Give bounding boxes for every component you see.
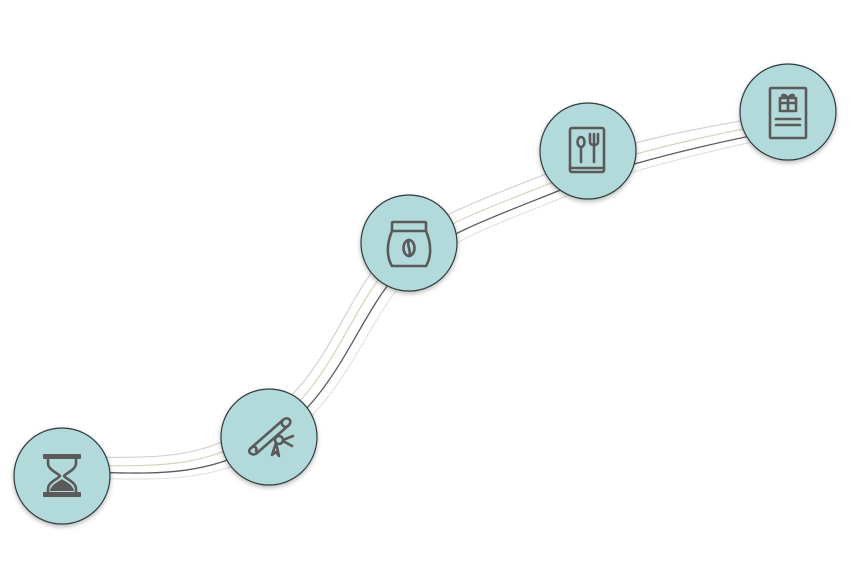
- node-circle: [539, 102, 637, 200]
- node-menu[interactable]: [539, 102, 637, 200]
- menu-book-icon: [568, 126, 606, 174]
- gift-card-icon: [768, 86, 808, 140]
- hourglass-icon: [43, 454, 81, 497]
- coffee-bag-icon: [386, 220, 432, 268]
- node-hourglass[interactable]: [13, 427, 111, 525]
- diploma-scroll-icon: [248, 417, 295, 458]
- node-circle: [13, 427, 111, 525]
- connector-paths: [61, 111, 791, 480]
- node-coffee-bag[interactable]: [360, 194, 458, 292]
- connector-path-tan: [61, 119, 791, 467]
- node-gift-card[interactable]: [739, 63, 837, 161]
- node-diploma[interactable]: [220, 388, 318, 486]
- node-circle: [220, 388, 318, 486]
- connector-path-light-2: [61, 133, 791, 480]
- connector-path-dark: [61, 127, 791, 474]
